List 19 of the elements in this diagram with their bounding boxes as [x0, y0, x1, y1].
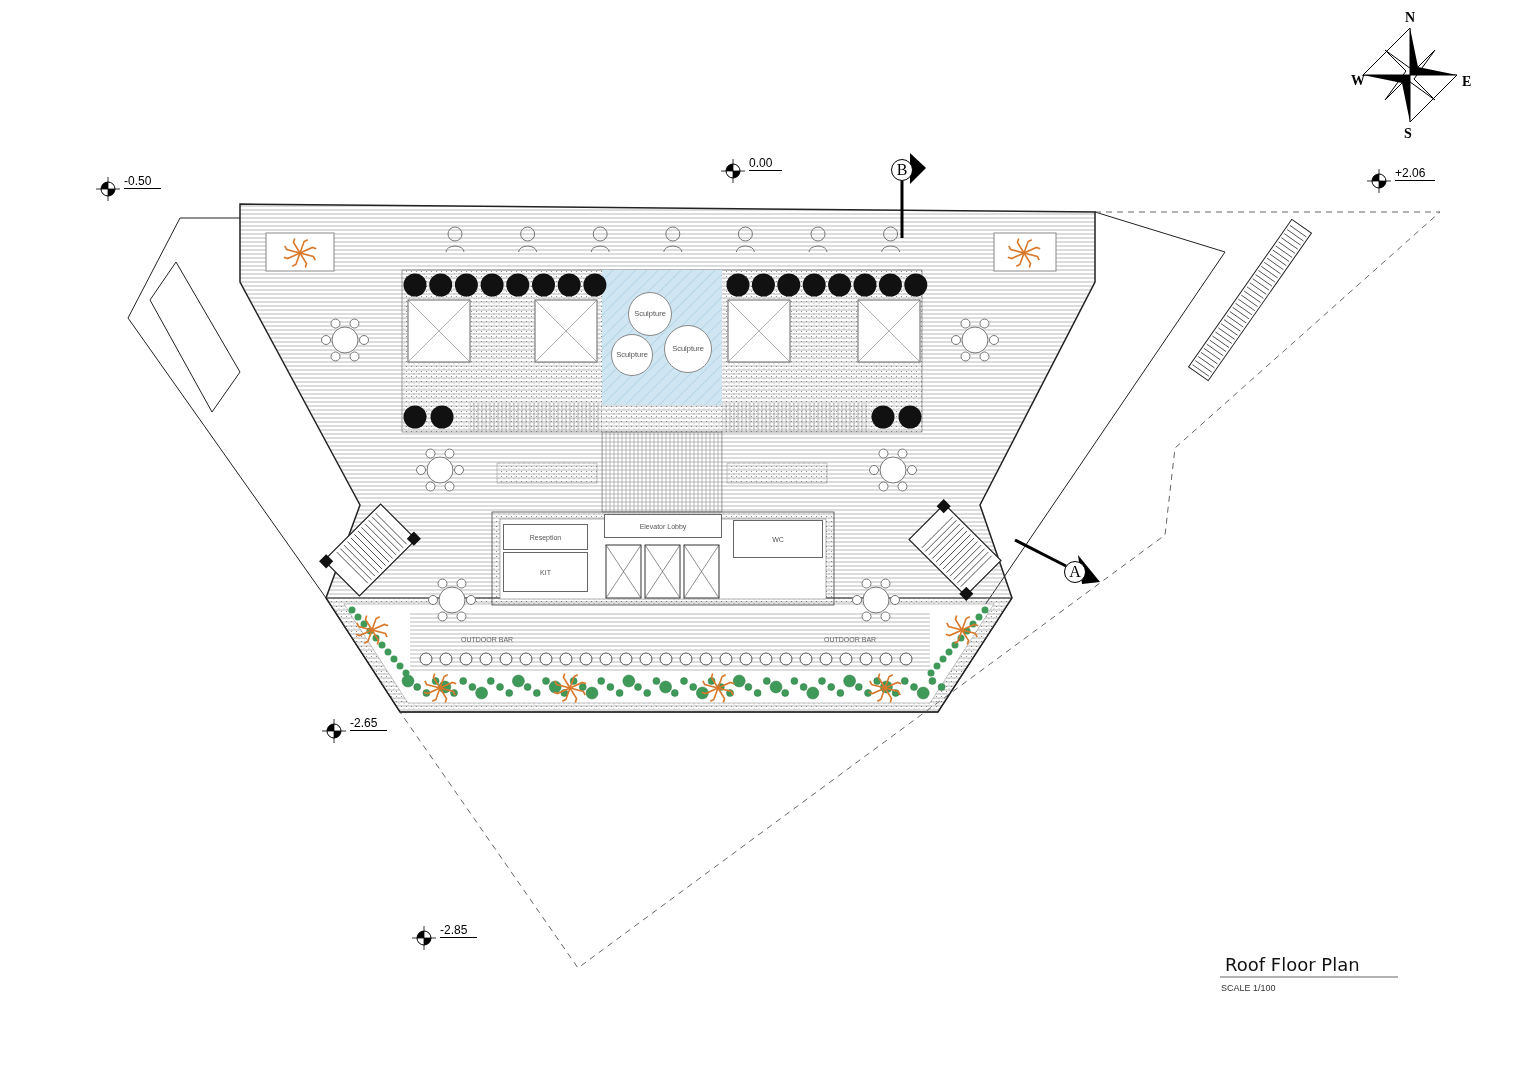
section-letter: B: [896, 162, 908, 178]
scale-note: SCALE 1/100: [1221, 983, 1276, 993]
section-marker-circle: [891, 159, 913, 181]
level-value: -2.85: [440, 924, 478, 939]
room-outline: [604, 514, 722, 538]
level-value: -2.65: [350, 717, 388, 732]
compass-letter: E: [1462, 74, 1472, 90]
compass-letter: N: [1405, 10, 1416, 26]
room-outline: [503, 524, 588, 550]
level-value: -0.50: [124, 175, 162, 190]
level-value: +2.06: [1395, 167, 1436, 182]
section-letter: A: [1069, 564, 1081, 580]
room-outline: [503, 552, 588, 592]
compass-letter: S: [1404, 126, 1412, 142]
compass-letter: W: [1351, 73, 1365, 89]
section-marker-circle: [1064, 561, 1086, 583]
room-outline: [733, 520, 823, 558]
plan-title: Roof Floor Plan: [1225, 954, 1360, 975]
level-value: 0.00: [749, 157, 783, 172]
